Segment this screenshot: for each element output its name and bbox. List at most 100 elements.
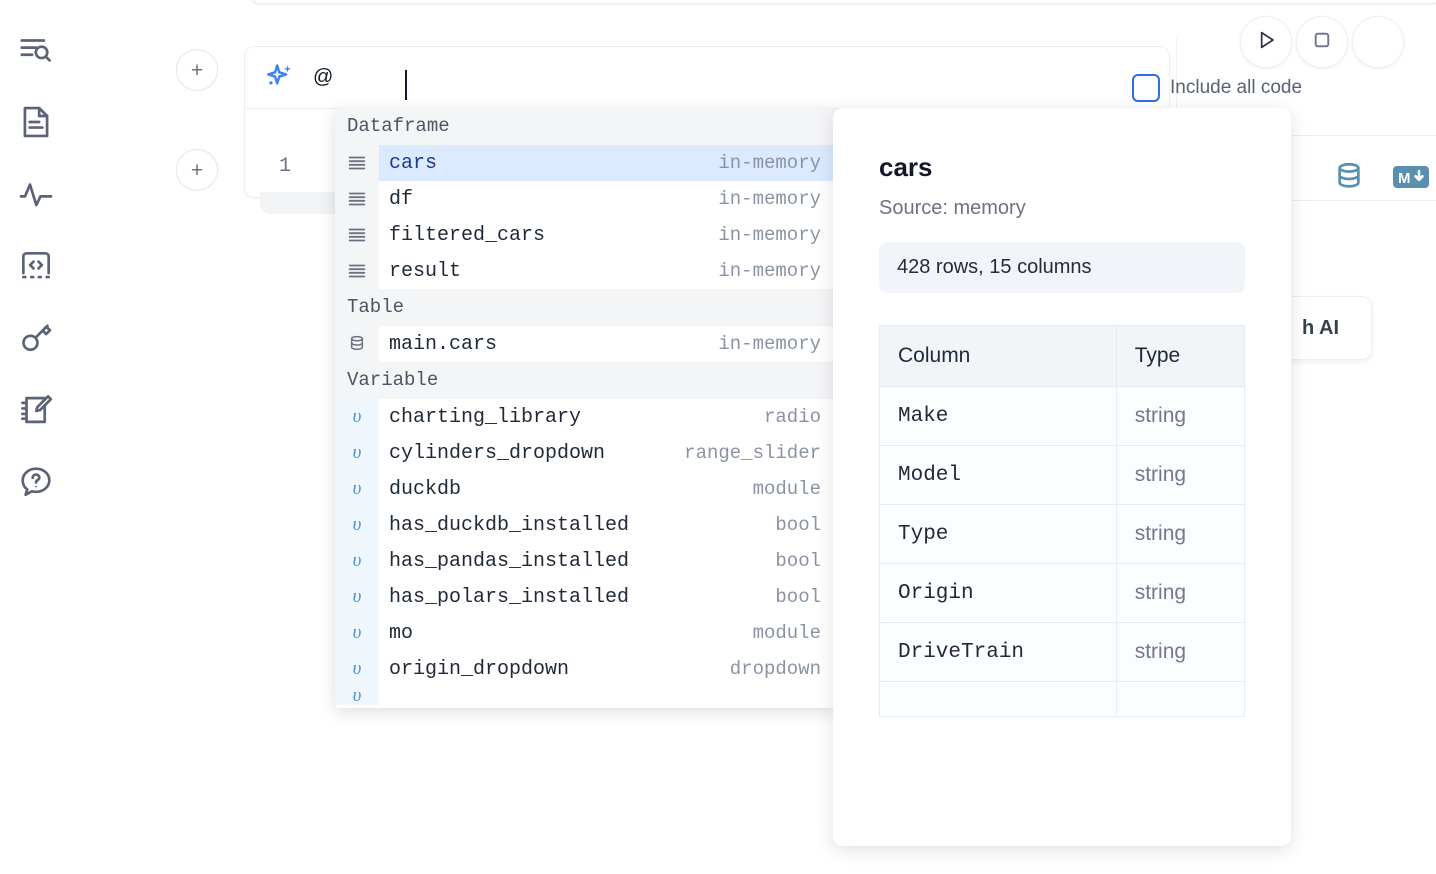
autocomplete-item-kind: radio: [763, 406, 821, 428]
autocomplete-item-kind: module: [752, 478, 821, 500]
ai-prompt-bar[interactable]: [244, 46, 1170, 108]
play-icon: [1253, 27, 1279, 58]
autocomplete-item-name: df: [389, 187, 414, 211]
variable-icon: υ: [335, 615, 379, 651]
autocomplete-item-kind: bool: [775, 514, 821, 536]
schema-column-name: [879, 681, 1117, 717]
autocomplete-item-name: mo: [389, 621, 414, 645]
autocomplete-item-kind: dropdown: [729, 658, 821, 680]
schema-table-header-cell: Column: [879, 325, 1117, 387]
autocomplete-item-kind: bool: [775, 586, 821, 608]
autocomplete-item-name: has_pandas_installed: [389, 549, 630, 573]
sidebar-item-code-snippet[interactable]: [8, 230, 64, 302]
sparkle-ai-icon: [263, 61, 297, 95]
schema-column-type: string: [1115, 563, 1246, 623]
sidebar-item-key[interactable]: [8, 302, 64, 374]
schema-table-header-cell: Type: [1115, 325, 1246, 387]
dataframe-icon: [335, 253, 379, 289]
previous-cell-partial[interactable]: [250, 0, 1436, 4]
sidebar-item-explore-search[interactable]: [8, 14, 64, 86]
autocomplete-item-name: cars: [379, 151, 719, 175]
variable-icon: υ: [335, 471, 379, 507]
add-cell-above-button[interactable]: +: [176, 49, 218, 91]
markdown-icon[interactable]: M: [1392, 163, 1430, 196]
detail-stats-badge: 428 rows, 15 columns: [879, 242, 1245, 293]
line-number: 1: [279, 155, 292, 178]
stop-square-icon: [1309, 27, 1335, 58]
autocomplete-item-name: duckdb: [389, 477, 462, 501]
table-database-icon: [335, 326, 379, 362]
schema-column-name: Type: [879, 504, 1117, 564]
output-panel-top-separator: [1176, 135, 1436, 136]
detail-title: cars: [879, 152, 933, 182]
autocomplete-item-name: has_duckdb_installed: [389, 513, 630, 537]
sidebar-rail: [0, 0, 72, 874]
detail-panel: cars Source: memory 428 rows, 15 columns…: [833, 108, 1291, 846]
autocomplete-item-kind: in-memory: [718, 188, 821, 210]
more-actions-button[interactable]: [1352, 16, 1404, 68]
schema-column-type: string: [1115, 504, 1246, 564]
autocomplete-item[interactable]: υ: [335, 687, 835, 705]
dataframe-icon: [335, 145, 379, 181]
autocomplete-item[interactable]: df in-memory: [335, 181, 835, 217]
notebook-edit-icon: [17, 391, 55, 429]
autocomplete-item-name: has_polars_installed: [389, 585, 630, 609]
schema-column-type: [1115, 681, 1246, 717]
schema-column-type: string: [1115, 445, 1246, 505]
add-cell-below-button[interactable]: +: [176, 149, 218, 191]
stop-button[interactable]: [1296, 16, 1348, 68]
schema-column-type: string: [1115, 386, 1246, 446]
activity-icon: [17, 175, 55, 213]
sidebar-item-notebook-edit[interactable]: [8, 374, 64, 446]
variable-icon: υ: [335, 687, 379, 705]
database-icon[interactable]: [1332, 160, 1366, 199]
explore-search-icon: [17, 31, 55, 69]
autocomplete-item[interactable]: υ charting_library radio: [335, 399, 835, 435]
autocomplete-item-name: result: [389, 259, 462, 283]
autocomplete-item[interactable]: filtered_cars in-memory: [335, 217, 835, 253]
include-all-code-row[interactable]: Include all code: [1132, 74, 1302, 102]
schema-column-name: DriveTrain: [879, 622, 1117, 682]
detail-source: Source: memory: [879, 197, 1026, 219]
autocomplete-item-kind: in-memory: [718, 224, 821, 246]
include-all-code-checkbox[interactable]: [1132, 74, 1160, 102]
autocomplete-item-name: filtered_cars: [389, 223, 546, 247]
svg-text:M: M: [1398, 170, 1411, 187]
variable-icon: υ: [335, 399, 379, 435]
autocomplete-item-name: charting_library: [389, 405, 582, 429]
text-cursor: [405, 70, 407, 100]
dataframe-icon: [335, 181, 379, 217]
sidebar-item-document[interactable]: [8, 86, 64, 158]
document-icon: [17, 103, 55, 141]
generate-with-ai-label: h AI: [1301, 316, 1339, 339]
run-button[interactable]: [1240, 16, 1292, 68]
ai-prompt-input[interactable]: [313, 62, 1151, 93]
sidebar-item-help[interactable]: [8, 446, 64, 518]
sidebar-item-activity[interactable]: [8, 158, 64, 230]
autocomplete-item-kind: module: [752, 622, 821, 644]
output-format-icons: M: [1332, 160, 1430, 199]
dataframe-icon: [335, 217, 379, 253]
variable-icon: υ: [335, 435, 379, 471]
autocomplete-item-kind: bool: [775, 550, 821, 572]
output-panel-separator: [1176, 200, 1436, 201]
autocomplete-item-kind: in-memory: [718, 333, 821, 355]
